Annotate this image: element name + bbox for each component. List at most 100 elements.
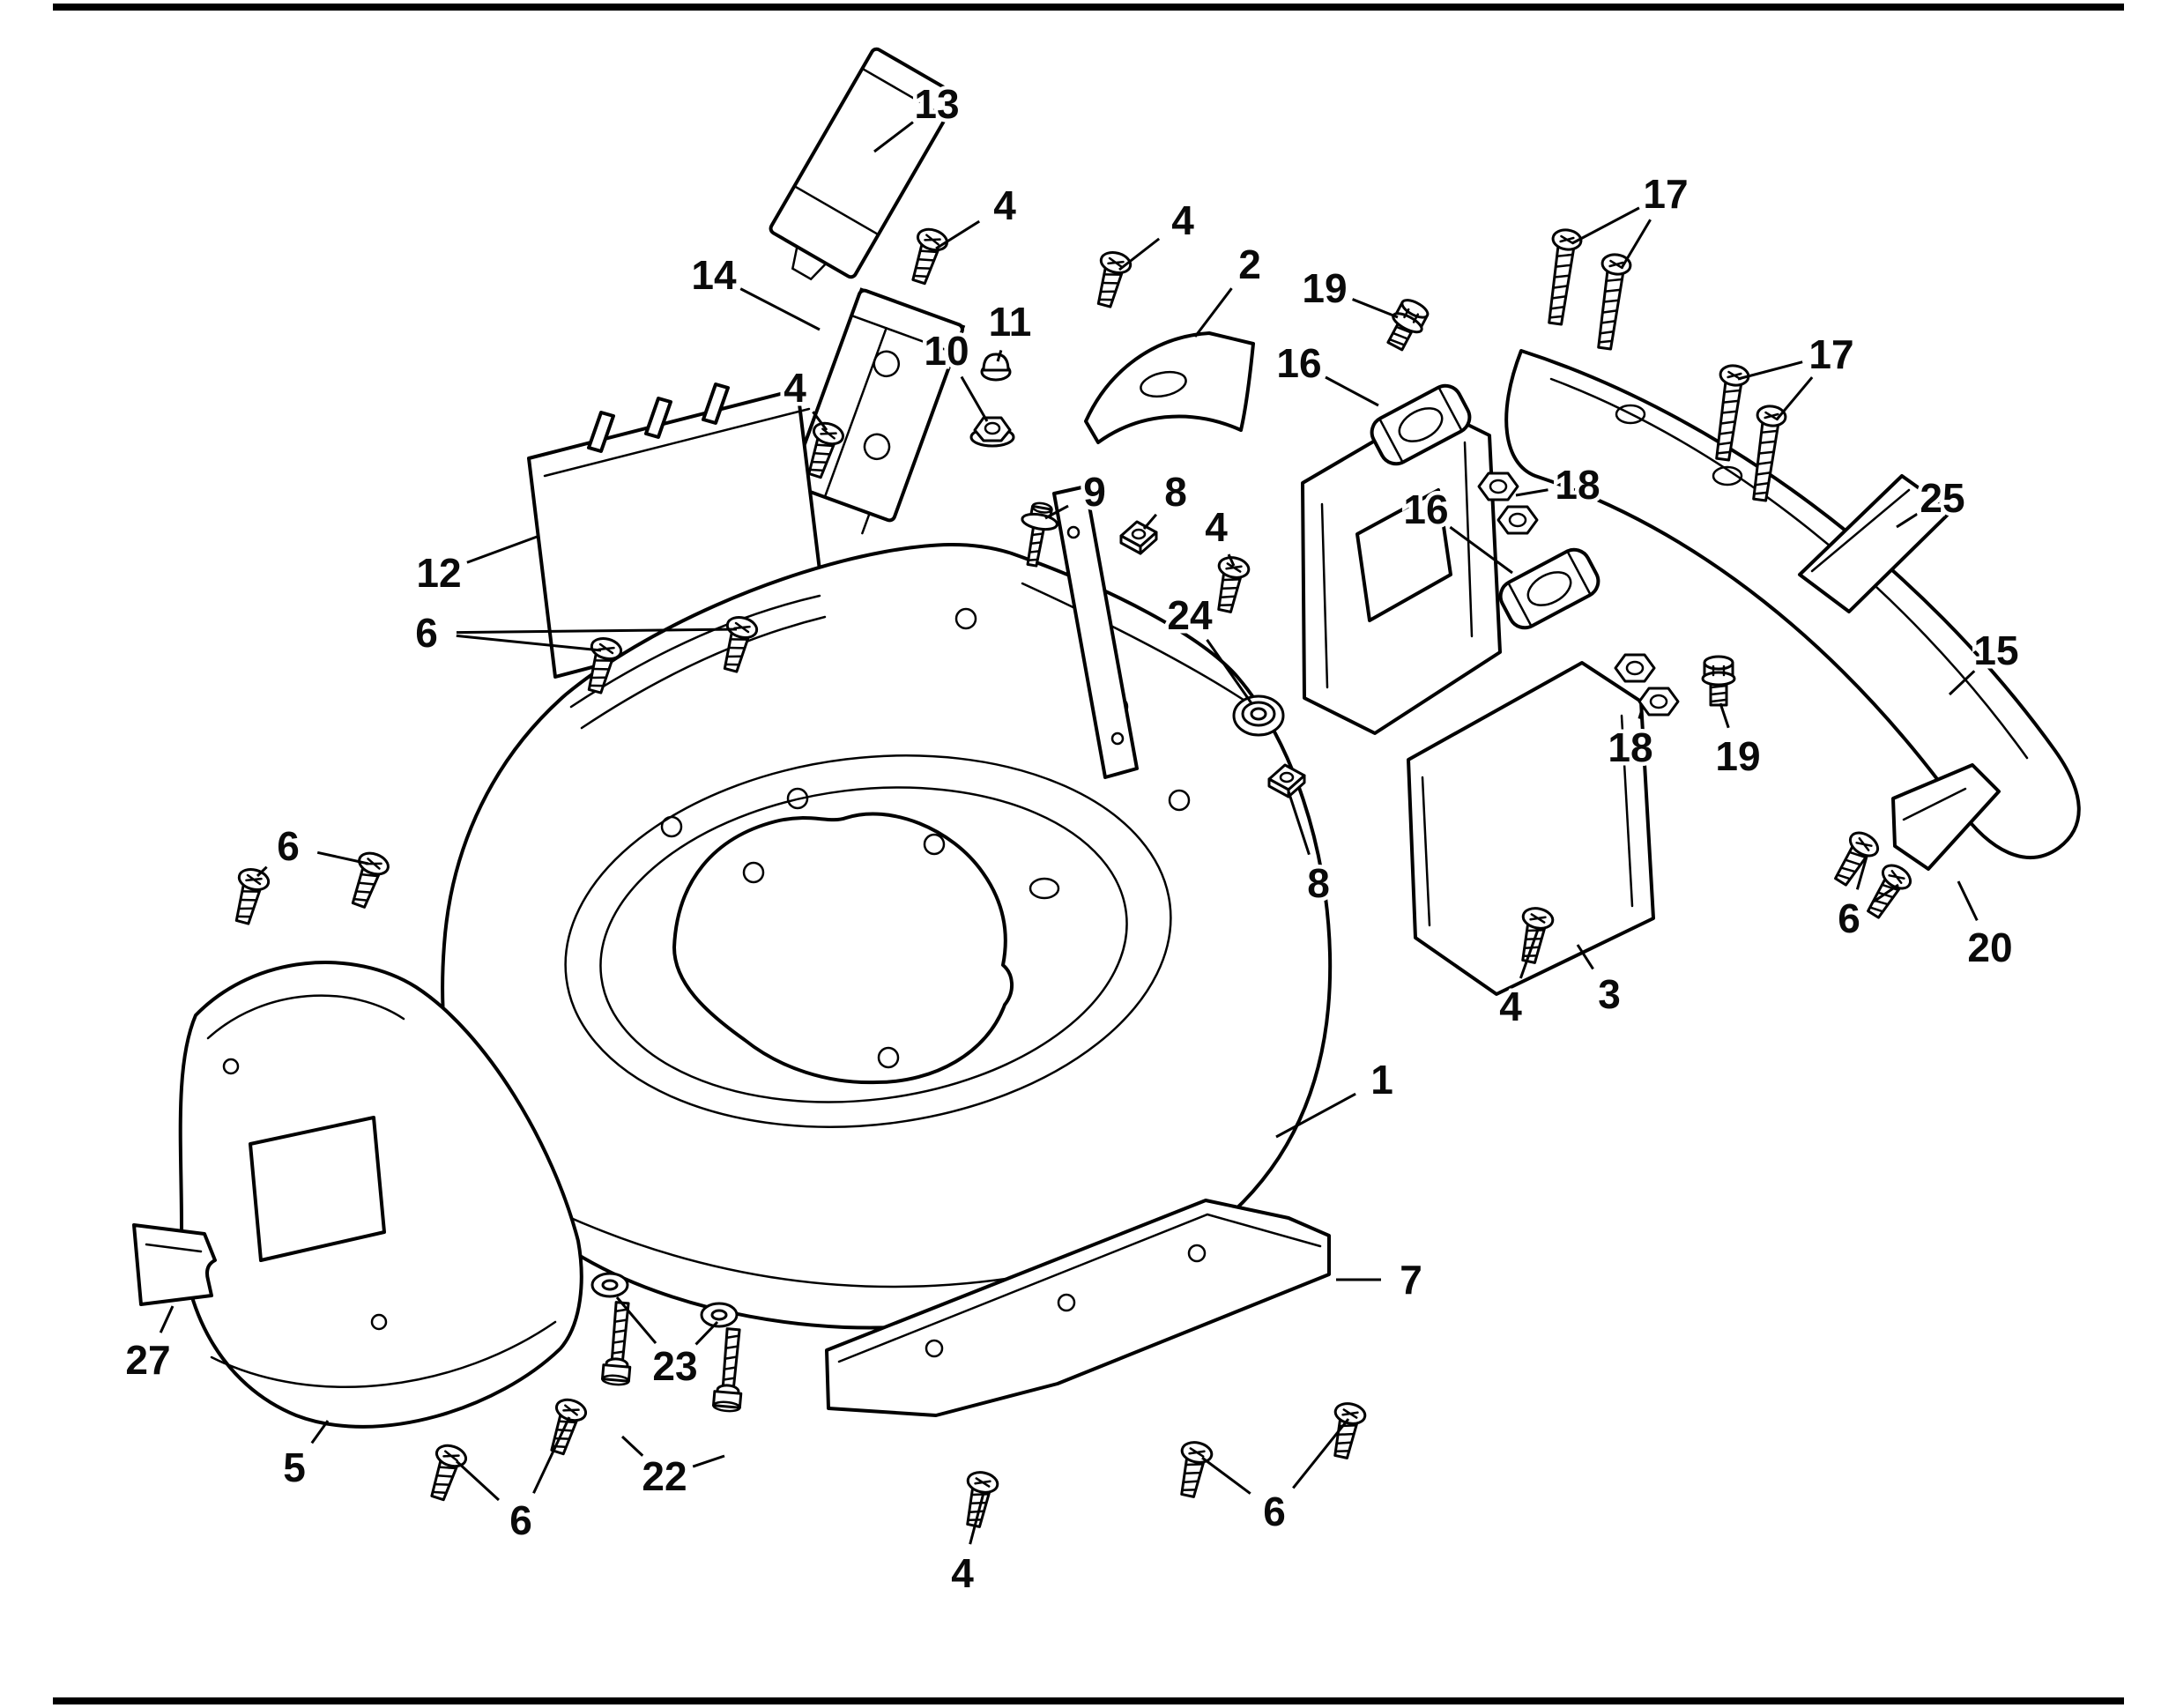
callout-part-17: 17 — [1808, 331, 1853, 377]
part-25-strip — [1798, 474, 1953, 613]
part-20-plate — [1891, 763, 2001, 871]
leader-line-11 — [996, 350, 1003, 362]
callout-part-4: 4 — [1205, 504, 1228, 550]
leader-line-23 — [694, 1320, 719, 1346]
callout-part-6: 6 — [509, 1497, 532, 1543]
callout-part-4: 4 — [993, 182, 1016, 228]
callout-part-5: 5 — [283, 1444, 306, 1490]
callout-part-2: 2 — [1238, 241, 1261, 287]
leader-line-13 — [873, 121, 914, 153]
callout-part-6: 6 — [1263, 1489, 1286, 1534]
callout-part-18: 18 — [1555, 462, 1600, 508]
callout-part-12: 12 — [416, 550, 461, 596]
leader-line-19 — [1352, 298, 1399, 319]
part-rear-baffle — [1301, 405, 1502, 735]
leader-line-4 — [1519, 926, 1541, 979]
callout-part-19: 19 — [1715, 733, 1760, 779]
callout-part-19: 19 — [1302, 265, 1347, 311]
callout-part-8: 8 — [1307, 860, 1330, 906]
part-2-cover-plate — [1084, 331, 1255, 444]
callout-part-18: 18 — [1608, 724, 1652, 770]
leader-line-18 — [1515, 488, 1548, 497]
leader-line-22 — [692, 1454, 725, 1468]
leader-line-1 — [1275, 1092, 1356, 1139]
leader-line-6 — [1201, 1456, 1251, 1495]
leader-line-6 — [1855, 856, 1868, 890]
leader-line-14 — [739, 287, 821, 331]
callout-part-25: 25 — [1920, 475, 1964, 521]
leader-line-12 — [466, 534, 540, 564]
callout-part-6: 6 — [1838, 895, 1860, 941]
leader-line-6 — [256, 865, 268, 878]
leader-line-17 — [1775, 376, 1814, 420]
leader-line-4 — [969, 1492, 985, 1545]
part-16-clamp-lower — [1498, 547, 1600, 630]
leader-line-6 — [1292, 1418, 1350, 1489]
leader-line-4 — [935, 219, 981, 250]
page-rule-bottom — [53, 1697, 2124, 1704]
leader-line-6 — [1873, 883, 1899, 903]
callout-part-11: 11 — [989, 299, 1032, 345]
leader-line-2 — [1193, 287, 1233, 338]
part-27-clip — [132, 1223, 217, 1306]
leader-line-6 — [532, 1416, 571, 1494]
leader-line-8 — [1142, 513, 1158, 530]
leader-line-8 — [1287, 791, 1311, 856]
leader-line-6 — [316, 850, 369, 865]
page-rule-top — [53, 4, 2124, 11]
part-5-discharge-chute — [178, 961, 583, 1429]
callout-part-6: 6 — [277, 823, 300, 869]
callout-part-3: 3 — [1598, 971, 1621, 1017]
callout-part-17: 17 — [1643, 171, 1688, 217]
leader-line-9 — [1044, 504, 1069, 520]
callout-part-4: 4 — [1171, 197, 1194, 243]
leader-line-6 — [456, 628, 738, 635]
callout-part-13: 13 — [914, 81, 959, 127]
callout-part-6: 6 — [415, 610, 438, 656]
callout-part-22: 22 — [642, 1453, 687, 1499]
leader-line-17 — [1571, 206, 1640, 245]
leader-line-16 — [1449, 525, 1513, 575]
leader-line-6 — [455, 1459, 500, 1502]
leader-line-27 — [159, 1305, 175, 1333]
leader-line-22 — [620, 1435, 644, 1457]
callout-part-7: 7 — [1400, 1257, 1422, 1303]
part-3-side-panel — [1407, 661, 1655, 996]
callout-part-15: 15 — [1973, 628, 2018, 673]
leader-line-16 — [1325, 375, 1379, 407]
callout-part-24: 24 — [1167, 592, 1213, 638]
leader-line-19 — [1719, 702, 1730, 729]
callout-part-16: 16 — [1276, 340, 1321, 386]
callout-part-1: 1 — [1370, 1057, 1393, 1103]
callout-part-10: 10 — [924, 328, 969, 374]
part-7-skirt-panel — [825, 1199, 1331, 1417]
part-13-rear-door — [769, 47, 959, 281]
callout-part-23: 23 — [652, 1343, 697, 1389]
leader-line-4 — [1227, 553, 1236, 567]
leader-line-15 — [1948, 670, 1976, 696]
part-hinge-rail — [1052, 485, 1139, 779]
leader-line-23 — [615, 1296, 657, 1345]
leader-line-20 — [1957, 880, 1979, 921]
part-16-clamp-upper — [1370, 383, 1472, 466]
leader-line-17 — [1620, 219, 1652, 269]
callout-part-4: 4 — [1499, 984, 1522, 1029]
leader-line-25 — [1896, 512, 1919, 529]
callout-part-4: 4 — [784, 365, 806, 411]
leader-line-4 — [1118, 237, 1161, 271]
leader-line-4 — [812, 411, 828, 431]
leader-line-10 — [960, 375, 989, 422]
leader-line-18 — [1638, 706, 1645, 719]
callout-part-4: 4 — [951, 1550, 974, 1596]
callout-part-9: 9 — [1083, 469, 1106, 515]
callout-part-14: 14 — [691, 252, 737, 298]
leader-line-3 — [1576, 944, 1594, 970]
leader-line-24 — [1206, 638, 1253, 704]
callout-part-27: 27 — [125, 1337, 170, 1383]
callout-part-16: 16 — [1403, 486, 1448, 532]
leader-line-17 — [1737, 360, 1803, 381]
callout-part-8: 8 — [1164, 469, 1187, 515]
